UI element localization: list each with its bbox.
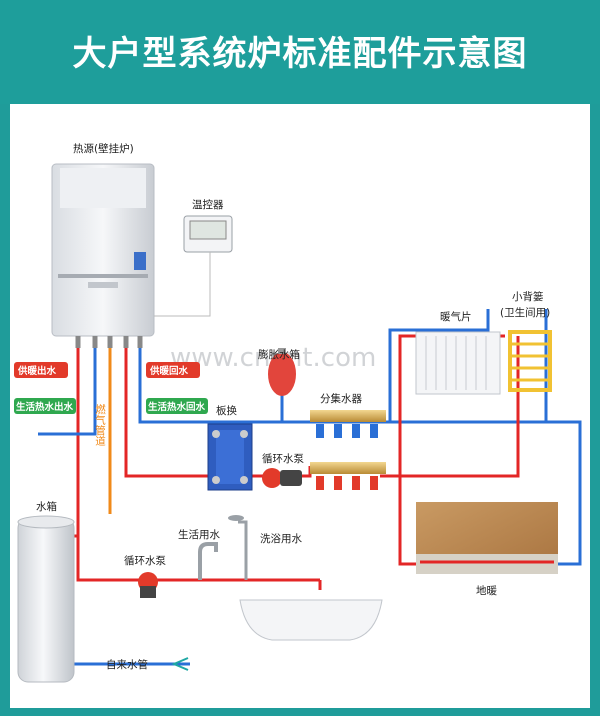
svg-text:生活热水出水: 生活热水出水 <box>16 401 74 413</box>
towel-rack-label: 小背篓 <box>512 290 544 303</box>
bathtub <box>239 599 383 641</box>
cold-pipe-left <box>38 344 97 436</box>
floor-heating <box>416 502 558 574</box>
floor-heating-label: 地暖 <box>476 584 497 597</box>
tag-dhw-return: 生活热水回水 <box>146 398 208 414</box>
cold-floor-return <box>390 420 582 566</box>
expansion-tank <box>268 348 296 422</box>
svg-text:供暖出水: 供暖出水 <box>17 365 57 377</box>
plate-exchanger <box>207 423 253 491</box>
tap-water-arrow-icon <box>171 657 189 671</box>
faucet <box>198 542 218 580</box>
circ-pump-1-label: 循环水泵 <box>262 452 304 465</box>
hot-pipe-dhw <box>76 536 320 582</box>
thermostat-label: 温控器 <box>192 198 224 211</box>
manifold-label: 分集水器 <box>320 392 362 405</box>
towel-rack <box>508 330 552 392</box>
tag-heating-out: 供暖出水 <box>14 362 68 378</box>
diagram-canvas: www.cnynt.com 热源(壁挂炉) 温控器 <box>10 104 590 708</box>
header: 大户型系统炉标准配件示意图 <box>0 0 600 104</box>
radiator <box>415 331 501 395</box>
plate-exchanger-label: 板换 <box>216 404 237 417</box>
tap-water-label: 自来水管 <box>106 658 148 671</box>
water-tank-label: 水箱 <box>36 500 57 513</box>
circulation-pump-1 <box>262 468 302 488</box>
tag-dhw-out: 生活热水出水 <box>14 398 76 414</box>
cold-to-radiator <box>388 309 490 422</box>
page-title: 大户型系统炉标准配件示意图 <box>72 34 528 74</box>
expansion-tank-label: 膨胀水箱 <box>258 348 300 361</box>
manifold <box>310 410 386 490</box>
tag-heating-return: 供暖回水 <box>146 362 200 378</box>
hot-to-floor <box>398 476 416 566</box>
gas-pipe-label: 燃气管道 <box>94 403 106 446</box>
domestic-water-label: 生活用水 <box>178 528 220 541</box>
heat-source-label: 热源(壁挂炉) <box>73 142 134 155</box>
towel-rack-sub-label: (卫生间用) <box>500 306 550 319</box>
hot-pipe-heating <box>124 344 235 478</box>
cold-pipe-return <box>138 344 390 424</box>
circ-pump-2-label: 循环水泵 <box>124 554 166 567</box>
wall-boiler <box>51 163 155 348</box>
radiator-label: 暖气片 <box>440 310 472 323</box>
circulation-pump-2 <box>138 572 158 598</box>
svg-text:供暖回水: 供暖回水 <box>149 365 189 377</box>
svg-text:生活热水回水: 生活热水回水 <box>148 401 206 413</box>
system-diagram: www.cnynt.com 热源(壁挂炉) 温控器 <box>14 142 582 683</box>
water-tank <box>17 515 75 683</box>
shower <box>228 515 248 580</box>
hot-towel <box>400 336 520 478</box>
thermostat-device <box>154 215 233 317</box>
shower-water-label: 洗浴用水 <box>260 533 302 545</box>
